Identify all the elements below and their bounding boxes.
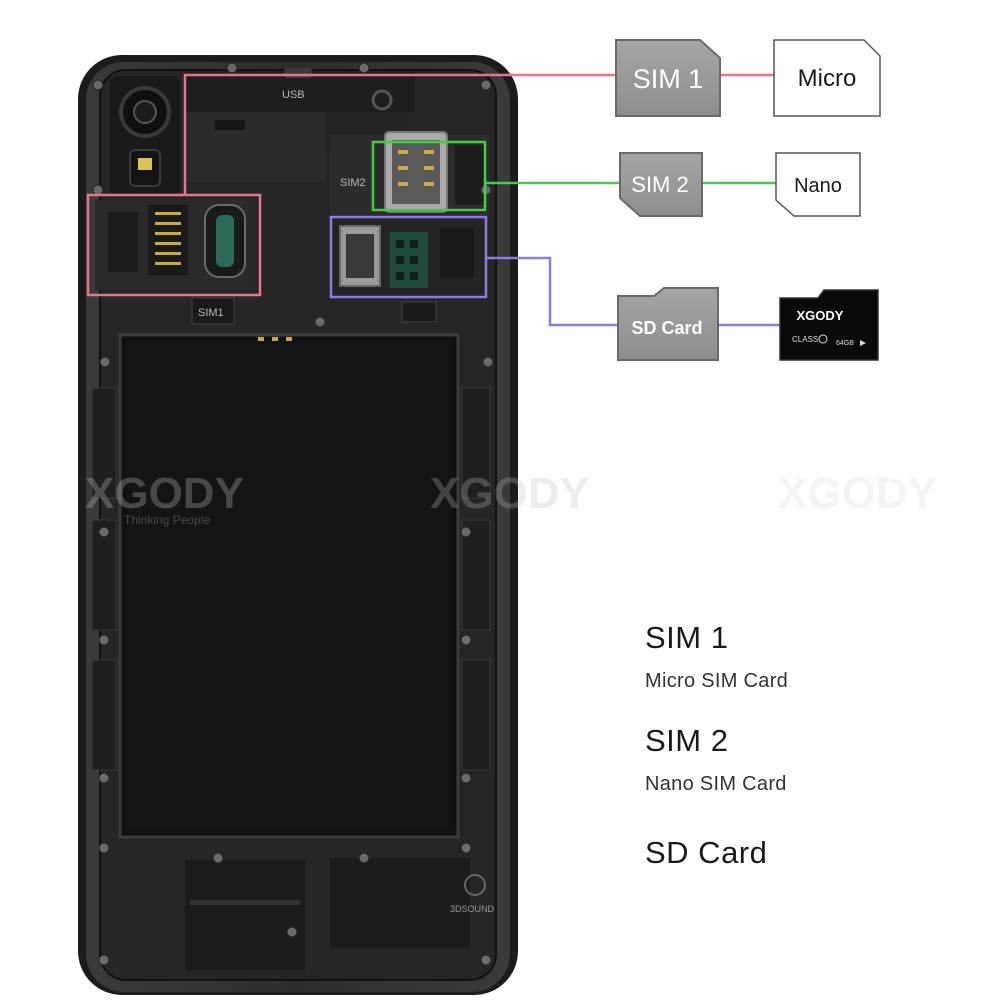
sim2-chip: SIM 2 [619,152,703,217]
micro-sim-card-label: Micro [798,65,857,92]
legend-sd-title: SD Card [645,835,768,870]
watermark-brand: XGODY [430,469,589,518]
microsd-card-capacity: 64GB [836,340,854,347]
microsd-card-class: CLASS [792,335,818,344]
legend-sim1: SIM 1 Micro SIM Card [645,620,788,693]
sd-slot [332,220,484,296]
sim1-slot [95,200,255,290]
legend-sim2-title: SIM 2 [645,723,729,758]
watermark-tagline: Thinking People [124,513,210,527]
nano-sim-card: Nano [775,152,861,217]
microsd-card-brand: XGODY [797,308,844,323]
legend-sim2: SIM 2 Nano SIM Card [645,723,787,796]
sim2-slot [330,131,490,215]
sim1-slot-label: SIM1 [198,307,224,319]
screws [92,62,494,966]
sim1-chip: SIM 1 [615,39,721,117]
nano-sim-card-label: Nano [794,175,842,197]
watermark-brand: XGODY [85,469,244,518]
sim2-highlight-box [371,140,487,212]
play-triangle-icon [860,340,866,346]
class-10-icon [818,334,828,344]
micro-sim-card: Micro [773,39,881,117]
legend-sd: SD Card [645,835,767,871]
sim1-chip-label: SIM 1 [633,64,704,94]
watermarks: XGODY Thinking People XGODY XGODY [85,469,937,527]
microsd-card: XGODY CLASS 64GB [779,289,879,361]
legend-sim1-title: SIM 1 [645,620,729,655]
sd-chip-label: SD Card [631,318,702,338]
legend-sim1-subtitle: Micro SIM Card [645,670,789,692]
legend-sim2-subtitle: Nano SIM Card [645,773,787,795]
sd-connector-line [486,256,618,327]
battery [118,333,460,839]
sim2-slot-label: SIM2 [340,177,366,189]
bottom-compartment [185,858,486,970]
usb-label: USB [282,89,305,101]
watermark-brand: XGODY [778,469,937,518]
side-rails [91,387,491,771]
sound-label: 3DSOUND [450,904,495,914]
sim1-highlight-box [86,193,262,297]
sim2-chip-label: SIM 2 [631,172,688,197]
sd-chip: SD Card [617,287,719,361]
sim1-connector-line [183,73,616,195]
